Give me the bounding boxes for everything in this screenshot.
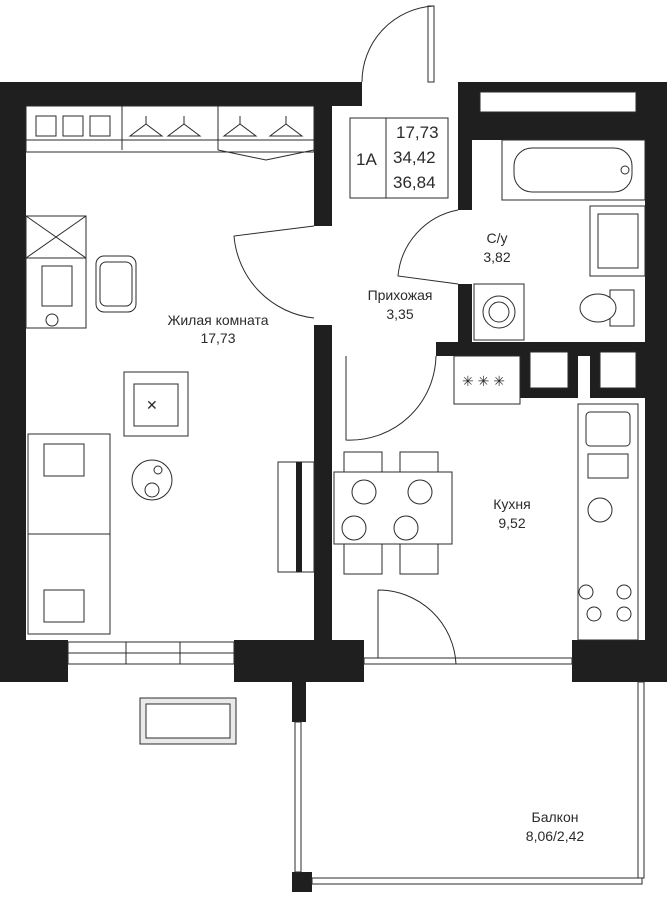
room-bath-area: 3,82 [483, 249, 510, 265]
balcony-corner [292, 872, 312, 892]
lamp-icon [45, 313, 59, 327]
wall-left [0, 82, 26, 682]
room-hall-area: 3,35 [386, 306, 413, 322]
room-kitchen-area: 9,52 [498, 515, 525, 531]
cushion [43, 589, 85, 623]
shaft-1-inner [529, 351, 569, 389]
coffee-table [131, 459, 173, 501]
washing-machine [473, 283, 525, 341]
walls [0, 82, 667, 892]
wall-living-hall-lower [314, 325, 332, 645]
wall-top-living [0, 82, 362, 106]
window-living [67, 641, 235, 665]
kitchen-sink [585, 411, 631, 447]
toilet [579, 289, 635, 327]
window-bath [479, 91, 637, 113]
burners-label: ✳ ✳ ✳ [462, 373, 505, 389]
plate-icon [393, 515, 419, 541]
burner-icon [586, 606, 602, 622]
box-icon [89, 115, 111, 137]
plate-icon [341, 515, 367, 541]
balcony-rails [139, 681, 645, 885]
wall-living-hall-upper [314, 106, 332, 226]
balcony-pillar-left [292, 682, 306, 722]
area-living: 17,73 [396, 123, 439, 142]
hanger-icon [128, 116, 164, 137]
hanger-icon [166, 116, 202, 137]
svg-text:✕: ✕ [146, 397, 158, 413]
burner-icon [616, 606, 632, 622]
armchair: ✕ [123, 371, 189, 437]
kitchen-counter [577, 403, 639, 641]
doors [233, 5, 459, 665]
chair [343, 451, 383, 473]
room-balcony-name: Балкон [532, 809, 579, 825]
wall-bottom-left [0, 640, 68, 682]
pot-icon [587, 497, 613, 523]
room-living-name: Жилая комната [167, 312, 268, 328]
chair [343, 543, 383, 575]
entrance-door-arc [361, 5, 435, 83]
burner-icon [578, 584, 594, 600]
sink-bath [589, 205, 646, 277]
room-living-area: 17,73 [200, 330, 235, 346]
hanger-icon [222, 116, 258, 137]
dining-table [333, 451, 453, 575]
wall-bottom-mid [234, 640, 364, 682]
area-total: 34,42 [393, 148, 436, 167]
wall-right [645, 82, 667, 682]
room-balcony-area: 8,06/2,42 [526, 828, 585, 844]
box-icon [62, 115, 84, 137]
window-kitchen [363, 657, 573, 665]
balcony-door-arc [377, 589, 457, 665]
chair [399, 543, 439, 575]
kitchen-door-arc [345, 355, 437, 441]
living-door-arc [233, 225, 315, 319]
drying-rack [587, 453, 629, 479]
desk [25, 215, 137, 329]
wall-bottom-right [572, 640, 667, 682]
hanger-icon [268, 116, 304, 137]
bath-door-arc [397, 209, 459, 285]
cushion [43, 443, 85, 477]
wall-bath-left-lower [458, 284, 472, 342]
counter-stove-small: ✳ ✳ ✳ [453, 355, 521, 405]
plate-icon [407, 479, 433, 505]
room-hall-name: Прихожая [368, 287, 433, 303]
faucet-icon [620, 165, 630, 175]
wardrobe [25, 105, 315, 161]
sofa [27, 433, 111, 635]
monitor-icon [41, 265, 73, 307]
burner-icon [616, 584, 632, 600]
info-box [349, 117, 449, 199]
apartment-type: 1А [356, 150, 377, 169]
shaft-2-inner [599, 351, 637, 389]
chair [399, 451, 439, 473]
room-kitchen-name: Кухня [493, 496, 530, 512]
bathtub [501, 139, 646, 201]
plate-icon [351, 479, 377, 505]
box-icon [35, 115, 57, 137]
wall-bath-inner-top [458, 118, 645, 140]
area-total-balcony: 36,84 [393, 173, 436, 192]
tv-stand [277, 461, 315, 573]
wall-bath-left-upper [458, 118, 472, 210]
entrance-door-leaf [427, 5, 435, 83]
room-bath-name: С/у [487, 230, 508, 246]
